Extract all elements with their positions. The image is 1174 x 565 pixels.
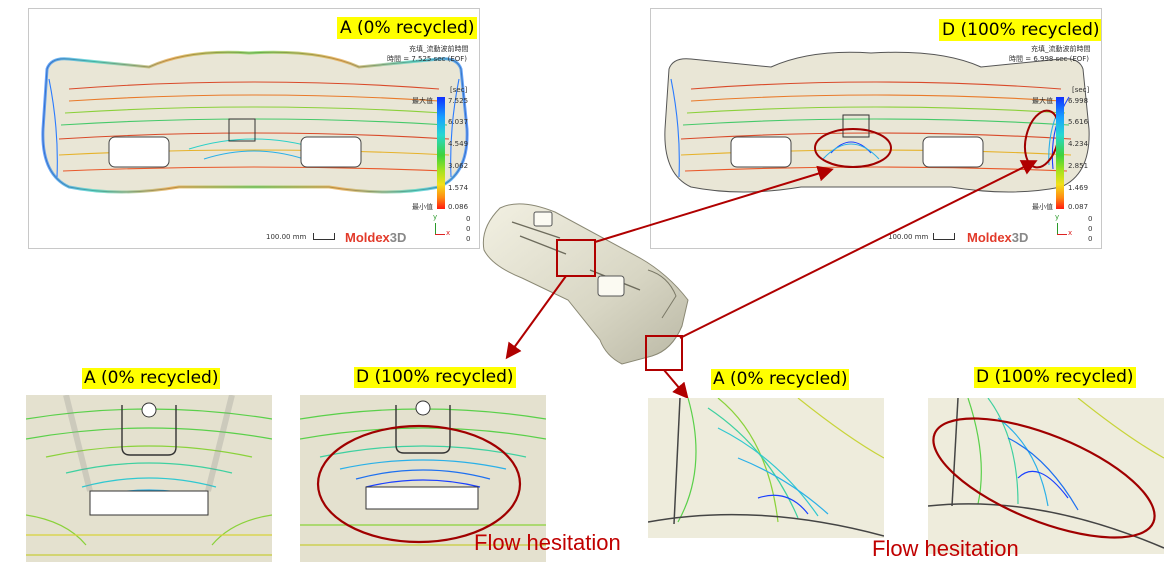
flow-hesitation-note-left: Flow hesitation [474,530,621,555]
axis-x-label: x [446,229,451,237]
axis-y-label: y [433,213,438,221]
panel-a-tick: 3.062 [448,162,469,170]
moldex3d-logo: Moldex3D [967,230,1029,245]
axis-triad-icon: y x [433,213,463,243]
axis-triad-icon: y x [1055,213,1085,243]
panel-a: A (0% recycled) 充填_流動波前時間 時間 = 7.525 sec… [28,8,480,249]
panel-d-unit: [sec] [1072,86,1090,94]
panel-d-result-title: 充填_流動波前時間 [1031,45,1091,53]
zoom-label-a-center: A (0% recycled) [82,368,221,389]
axis-zero: 0 [466,235,471,243]
arrow-to-zoom-left [505,275,567,360]
axis-zero: 0 [1088,215,1093,223]
panel-a-tick: 1.574 [448,184,469,192]
bumper-flow-plot-d [664,51,1090,193]
scale-bar-label: 100.00 mm [888,233,929,241]
axis-x-label: x [1068,229,1073,237]
bumper-flow-plot-a [41,50,469,194]
axis-y-label: y [1055,213,1060,221]
axis-zero: 0 [466,225,471,233]
panel-a-result-title: 充填_流動波前時間 [409,45,469,53]
panel-a-time: 時間 = 7.525 sec (EOF) [387,55,468,63]
hesitation-ellipse [316,424,522,544]
panel-d-tick: 2.851 [1068,162,1089,170]
zoom-label-d-center: D (100% recycled) [354,367,516,388]
arrow-to-zoom-right [663,369,689,400]
zoom-d-center [300,395,546,562]
zoom-label-a-side: A (0% recycled) [711,369,850,390]
hesitation-ellipse [814,128,892,168]
panel-d-tick: 6.998 [1068,97,1089,105]
panel-a-min-label: 最小值 [412,203,433,211]
panel-d-tick: 5.616 [1068,118,1089,126]
panel-d-tick: 4.234 [1068,140,1089,148]
axis-zero: 0 [1088,235,1093,243]
panel-d-min-label: 最小值 [1032,203,1053,211]
arrow-to-d-side [679,160,1038,339]
axis-zero: 0 [466,215,471,223]
panel-d-tick: 0.087 [1068,203,1089,211]
scale-bar-label: 100.00 mm [266,233,307,241]
panel-a-tick: 7.525 [448,97,469,105]
zoom-d-side [928,398,1164,554]
bumper-3d-part [482,203,689,365]
panel-d-label: D (100% recycled) [939,19,1101,41]
panel-d-time: 時間 = 6.998 sec (EOF) [1009,55,1090,63]
scale-bar [933,233,955,240]
panel-a-colorbar [437,97,445,209]
zoom-box-center [556,239,596,277]
flow-hesitation-note-right: Flow hesitation [872,536,1019,561]
axis-zero: 0 [1088,225,1093,233]
zoom-label-d-side: D (100% recycled) [974,367,1136,388]
panel-a-label: A (0% recycled) [337,17,478,39]
zoom-a-side [648,398,884,538]
arrow-to-d-center [594,165,834,243]
panel-d-tick: 1.469 [1068,184,1089,192]
panel-d-colorbar [1056,97,1064,209]
moldex3d-logo: Moldex3D [345,230,407,245]
panel-a-tick: 6.037 [448,118,469,126]
panel-a-max-label: 最大值 [412,97,433,105]
scale-bar [313,233,335,240]
panel-a-unit: [sec] [450,86,468,94]
panel-a-tick: 4.549 [448,140,469,148]
panel-d: D (100% recycled) 充填_流動波前時間 時間 = 6.998 s… [650,8,1102,249]
zoom-a-center [26,395,272,562]
hesitation-ellipse [932,417,1156,539]
panel-a-tick: 0.086 [448,203,469,211]
panel-d-max-label: 最大值 [1032,97,1053,105]
